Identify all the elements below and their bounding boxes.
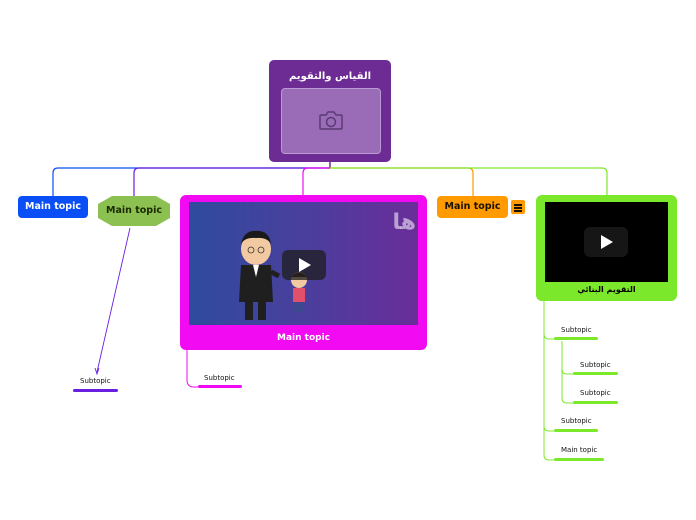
topic-video-label: Main topic <box>276 333 330 343</box>
subtopic-video[interactable]: Subtopic <box>204 374 235 382</box>
video-thumbnail-black[interactable] <box>545 202 668 282</box>
topic-hexagon[interactable]: Main topic <box>98 196 170 226</box>
subtopic-underline <box>73 389 118 392</box>
play-button[interactable] <box>282 250 326 280</box>
subtopic-green-1[interactable]: Subtopic <box>561 326 592 334</box>
hexagon-shape <box>98 196 170 226</box>
cartoon-illustration <box>239 230 307 320</box>
subtopic-underline <box>573 401 618 404</box>
topic-green-video-card[interactable]: التقويم البنائي <box>536 195 677 301</box>
central-topic-title: القياس والتقويم <box>288 71 372 82</box>
subtopic-green-1-1[interactable]: Subtopic <box>580 361 611 369</box>
subtopic-underline <box>554 429 598 432</box>
video-thumbnail[interactable]: ها <box>189 202 418 325</box>
video-overlay-text: ها <box>392 210 416 235</box>
topic-orange[interactable]: Main topic <box>437 196 508 218</box>
subtopic-green-1-2[interactable]: Subtopic <box>580 389 611 397</box>
subtopic-hex[interactable]: Subtopic <box>80 377 111 385</box>
subtopic-green-3[interactable]: Main topic <box>561 446 598 454</box>
subtopic-underline <box>573 372 618 375</box>
image-placeholder[interactable] <box>281 88 381 154</box>
subtopic-underline <box>198 385 242 388</box>
subtopic-green-2[interactable]: Subtopic <box>561 417 592 425</box>
note-icon[interactable] <box>511 200 525 214</box>
subtopic-underline <box>554 337 598 340</box>
subtopic-underline <box>554 458 604 461</box>
camera-icon <box>319 111 343 130</box>
topic-green-label: التقويم البنائي <box>577 285 636 294</box>
topic-hexagon-label: Main topic <box>106 205 162 216</box>
topic-blue[interactable]: Main topic <box>18 196 88 218</box>
play-button[interactable] <box>584 227 628 257</box>
topic-video-card[interactable]: ها Main topic <box>180 195 427 350</box>
central-topic[interactable]: القياس والتقويم <box>269 60 391 162</box>
